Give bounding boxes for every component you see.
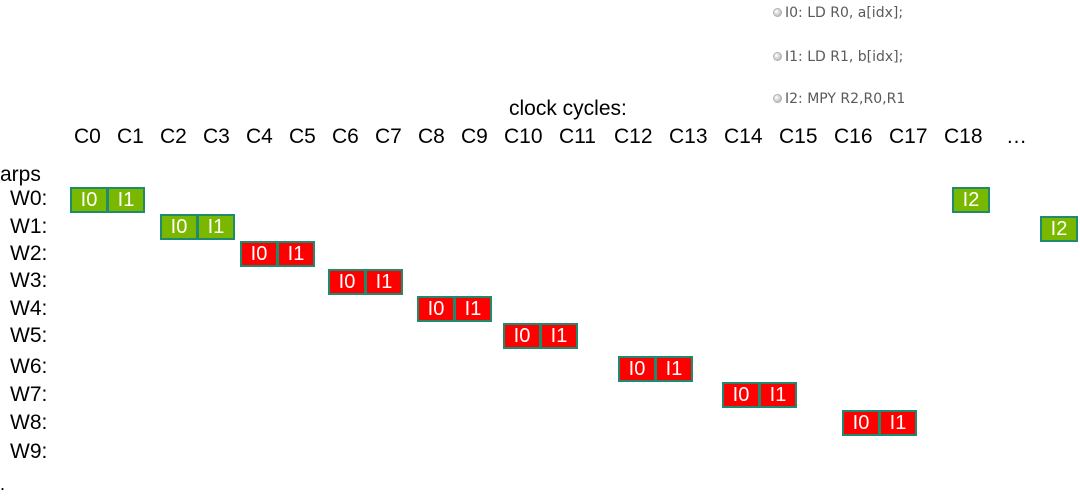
cycle-label: C12 <box>614 125 653 148</box>
warps-title: arps <box>0 163 41 186</box>
warp-label: W8: <box>10 411 48 434</box>
warp-label: W3: <box>10 269 48 292</box>
bullet-icon <box>773 7 782 17</box>
cycle-label: C5 <box>289 125 316 148</box>
instruction-block-i1: I1 <box>759 382 797 408</box>
w1-i2-instruction: I2 <box>1040 216 1078 242</box>
w1-instructions: I0 I1 <box>160 214 235 240</box>
w4-instructions: I0 I1 <box>417 296 492 322</box>
warp-label: W1: <box>10 215 48 238</box>
cycle-label: C11 <box>559 125 596 148</box>
cycle-label: … <box>1006 125 1027 148</box>
w0-i2-instruction: I2 <box>952 187 990 213</box>
instruction-block-i0: I0 <box>160 214 198 240</box>
instruction-block-i2: I2 <box>952 187 990 213</box>
warp-label: W2: <box>10 242 48 265</box>
instruction-block-i1: I1 <box>365 269 403 295</box>
instruction-block-i1: I1 <box>197 214 235 240</box>
instruction-block-i0: I0 <box>70 187 108 213</box>
warp-label: W6: <box>10 355 48 378</box>
cycle-label: C18 <box>944 125 983 148</box>
instruction-block-i0: I0 <box>842 410 880 436</box>
cycle-label: C10 <box>504 125 543 148</box>
instruction-block-i0: I0 <box>417 296 455 322</box>
instruction-block-i2: I2 <box>1040 216 1078 242</box>
cycle-label: C4 <box>246 125 273 148</box>
instruction-block-i1: I1 <box>277 241 315 267</box>
w8-instructions: I0 I1 <box>842 410 917 436</box>
w2-instructions: I0 I1 <box>240 241 315 267</box>
warp-label: W4: <box>10 297 48 320</box>
trailing-dot: . <box>0 474 6 494</box>
instruction-block-i0: I0 <box>618 356 656 382</box>
legend-item-i0: I0: LD R0, a[idx]; <box>773 5 903 21</box>
cycle-label: C14 <box>724 125 763 148</box>
cycle-label: C13 <box>669 125 708 148</box>
instruction-block-i1: I1 <box>655 356 693 382</box>
bullet-icon <box>773 93 782 103</box>
instruction-block-i1: I1 <box>540 323 578 349</box>
cycle-label: C15 <box>779 125 818 148</box>
warp-label: W5: <box>10 324 48 347</box>
cycle-label: C9 <box>461 125 488 148</box>
legend-item-i1: I1: LD R1, b[idx]; <box>773 49 903 65</box>
cycle-label: C8 <box>418 125 445 148</box>
legend-item-i2: I2: MPY R2,R0,R1 <box>773 91 905 107</box>
instruction-block-i0: I0 <box>328 269 366 295</box>
cycle-label: C17 <box>889 125 928 148</box>
cycle-label: C7 <box>375 125 402 148</box>
instruction-block-i0: I0 <box>722 382 760 408</box>
cycle-label: C1 <box>117 125 144 148</box>
instruction-block-i1: I1 <box>107 187 145 213</box>
cycle-label: C2 <box>160 125 187 148</box>
instruction-block-i0: I0 <box>503 323 541 349</box>
instruction-block-i0: I0 <box>240 241 278 267</box>
bullet-icon <box>773 51 782 61</box>
clock-cycles-title: clock cycles: <box>509 97 627 120</box>
w0-instructions: I0 I1 <box>70 187 145 213</box>
cycle-label: C0 <box>74 125 101 148</box>
w3-instructions: I0 I1 <box>328 269 403 295</box>
cycle-label: C16 <box>834 125 873 148</box>
cycle-label: C6 <box>332 125 359 148</box>
instruction-block-i1: I1 <box>879 410 917 436</box>
cycle-label: C3 <box>203 125 230 148</box>
w7-instructions: I0 I1 <box>722 382 797 408</box>
w5-instructions: I0 I1 <box>503 323 578 349</box>
warp-label: W7: <box>10 383 48 406</box>
warp-label: W0: <box>10 187 48 210</box>
warp-label: W9: <box>10 440 48 463</box>
instruction-block-i1: I1 <box>454 296 492 322</box>
w6-instructions: I0 I1 <box>618 356 693 382</box>
